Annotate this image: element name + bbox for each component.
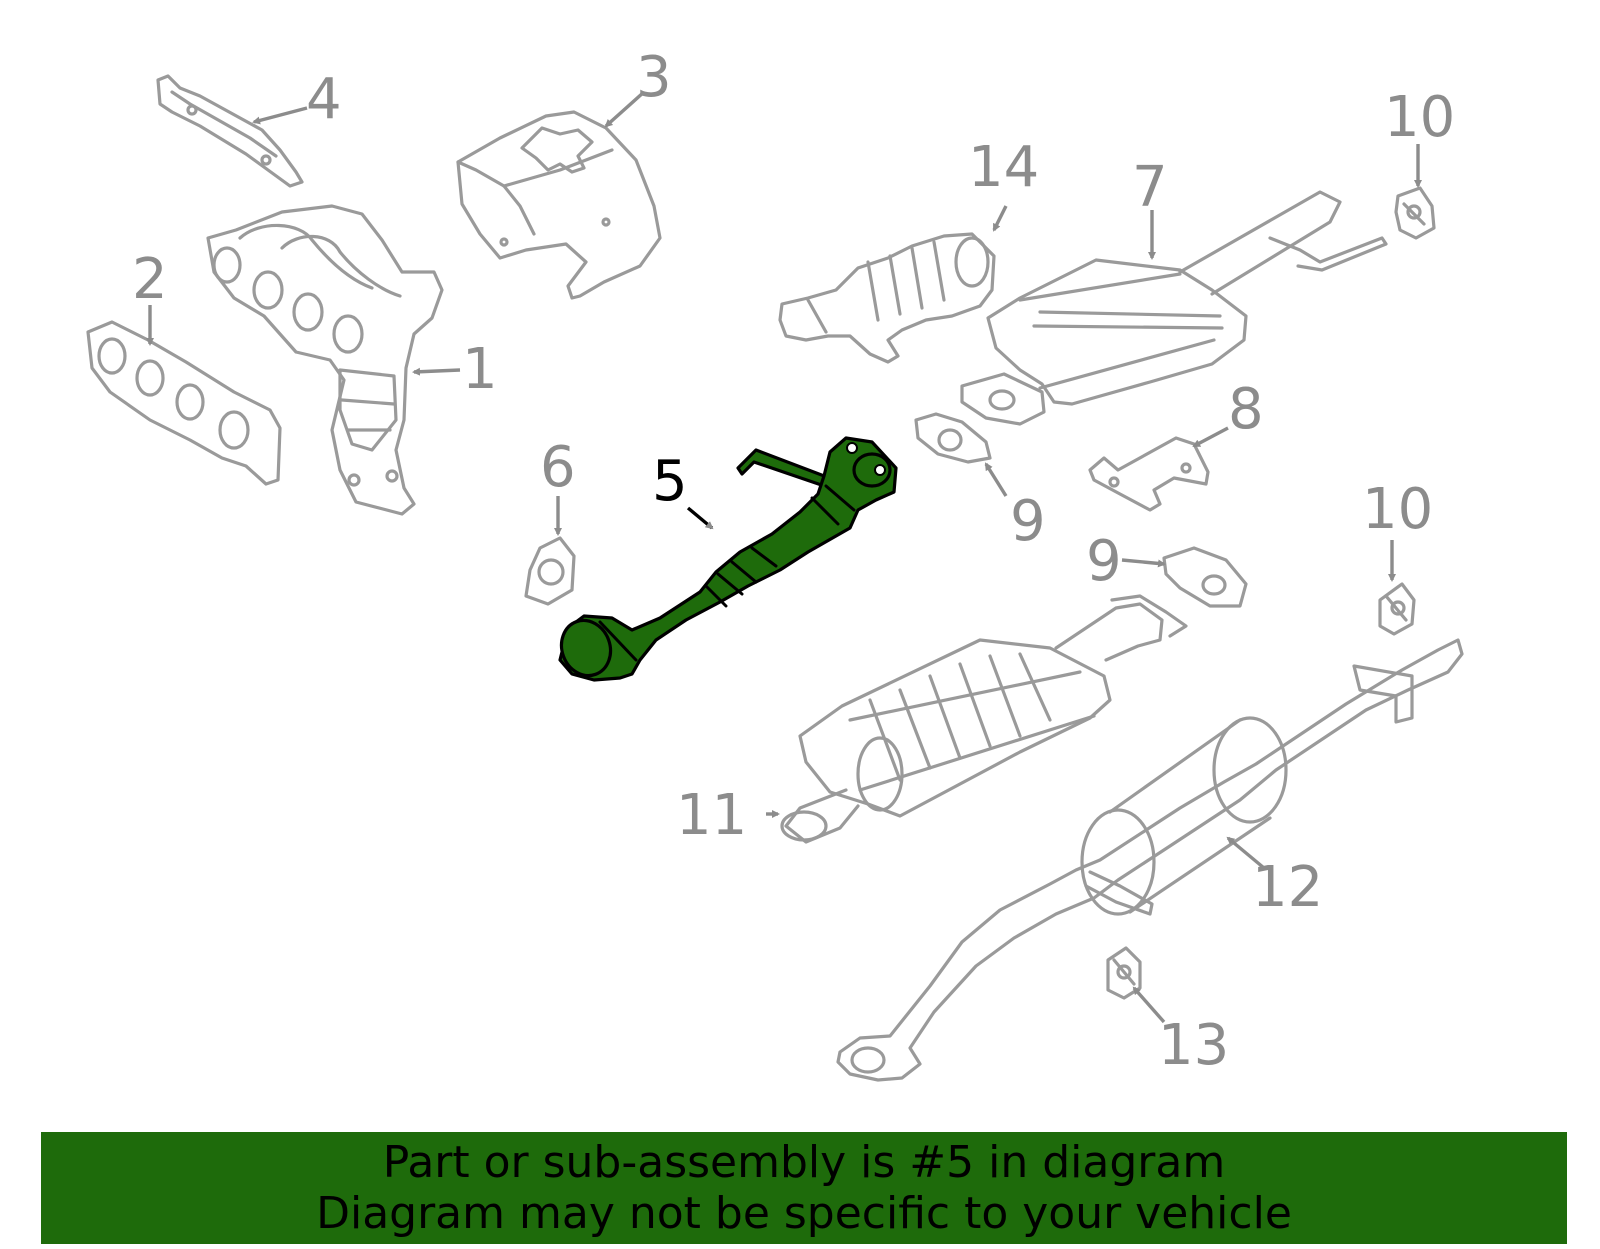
part-8-bracket xyxy=(1088,436,1210,512)
part-14-catalytic-converter xyxy=(778,232,996,364)
banner-line-disclaimer: Diagram may not be specific to your vehi… xyxy=(316,1188,1292,1239)
part-10-hanger-lower xyxy=(1378,582,1416,636)
part-12-rear-muffler xyxy=(836,638,1464,1082)
callout-5-highlighted: 5 xyxy=(652,449,688,514)
banner-line-part-number: Part or sub-assembly is #5 in diagram xyxy=(382,1137,1226,1188)
part-9-gasket-upper xyxy=(914,412,992,464)
callout-4: 4 xyxy=(306,67,342,132)
info-banner: Part or sub-assembly is #5 in diagram Di… xyxy=(41,1132,1567,1244)
callout-11: 11 xyxy=(676,783,747,848)
part-4-bracket xyxy=(156,74,304,188)
callout-8: 8 xyxy=(1228,377,1264,442)
callout-leaders xyxy=(146,90,1422,1024)
part-5-front-pipe-highlighted xyxy=(558,436,898,682)
callout-10-lower: 10 xyxy=(1362,477,1433,542)
callout-7: 7 xyxy=(1132,155,1168,220)
part-3-heat-shield xyxy=(456,110,662,300)
part-7-converter xyxy=(960,190,1388,426)
callout-labels: 4 3 2 1 5 6 14 7 10 8 9 9 10 11 12 13 xyxy=(132,45,1455,1078)
part-6-gasket xyxy=(524,536,576,606)
part-10-hanger-upper xyxy=(1394,186,1436,240)
callout-14: 14 xyxy=(968,135,1039,200)
part-9-gasket-lower xyxy=(1162,546,1248,608)
callout-2: 2 xyxy=(132,247,168,312)
part-2-manifold-gasket xyxy=(86,320,282,486)
callout-10-upper: 10 xyxy=(1384,85,1455,150)
callout-3: 3 xyxy=(636,45,672,110)
callout-9-upper: 9 xyxy=(1010,489,1046,554)
callout-13: 13 xyxy=(1158,1013,1229,1078)
part-1-exhaust-manifold xyxy=(206,204,444,516)
part-11-center-muffler xyxy=(780,594,1188,844)
callout-6: 6 xyxy=(540,435,576,500)
callout-1: 1 xyxy=(462,337,498,402)
callout-12: 12 xyxy=(1252,855,1323,920)
callout-9-lower: 9 xyxy=(1086,529,1122,594)
